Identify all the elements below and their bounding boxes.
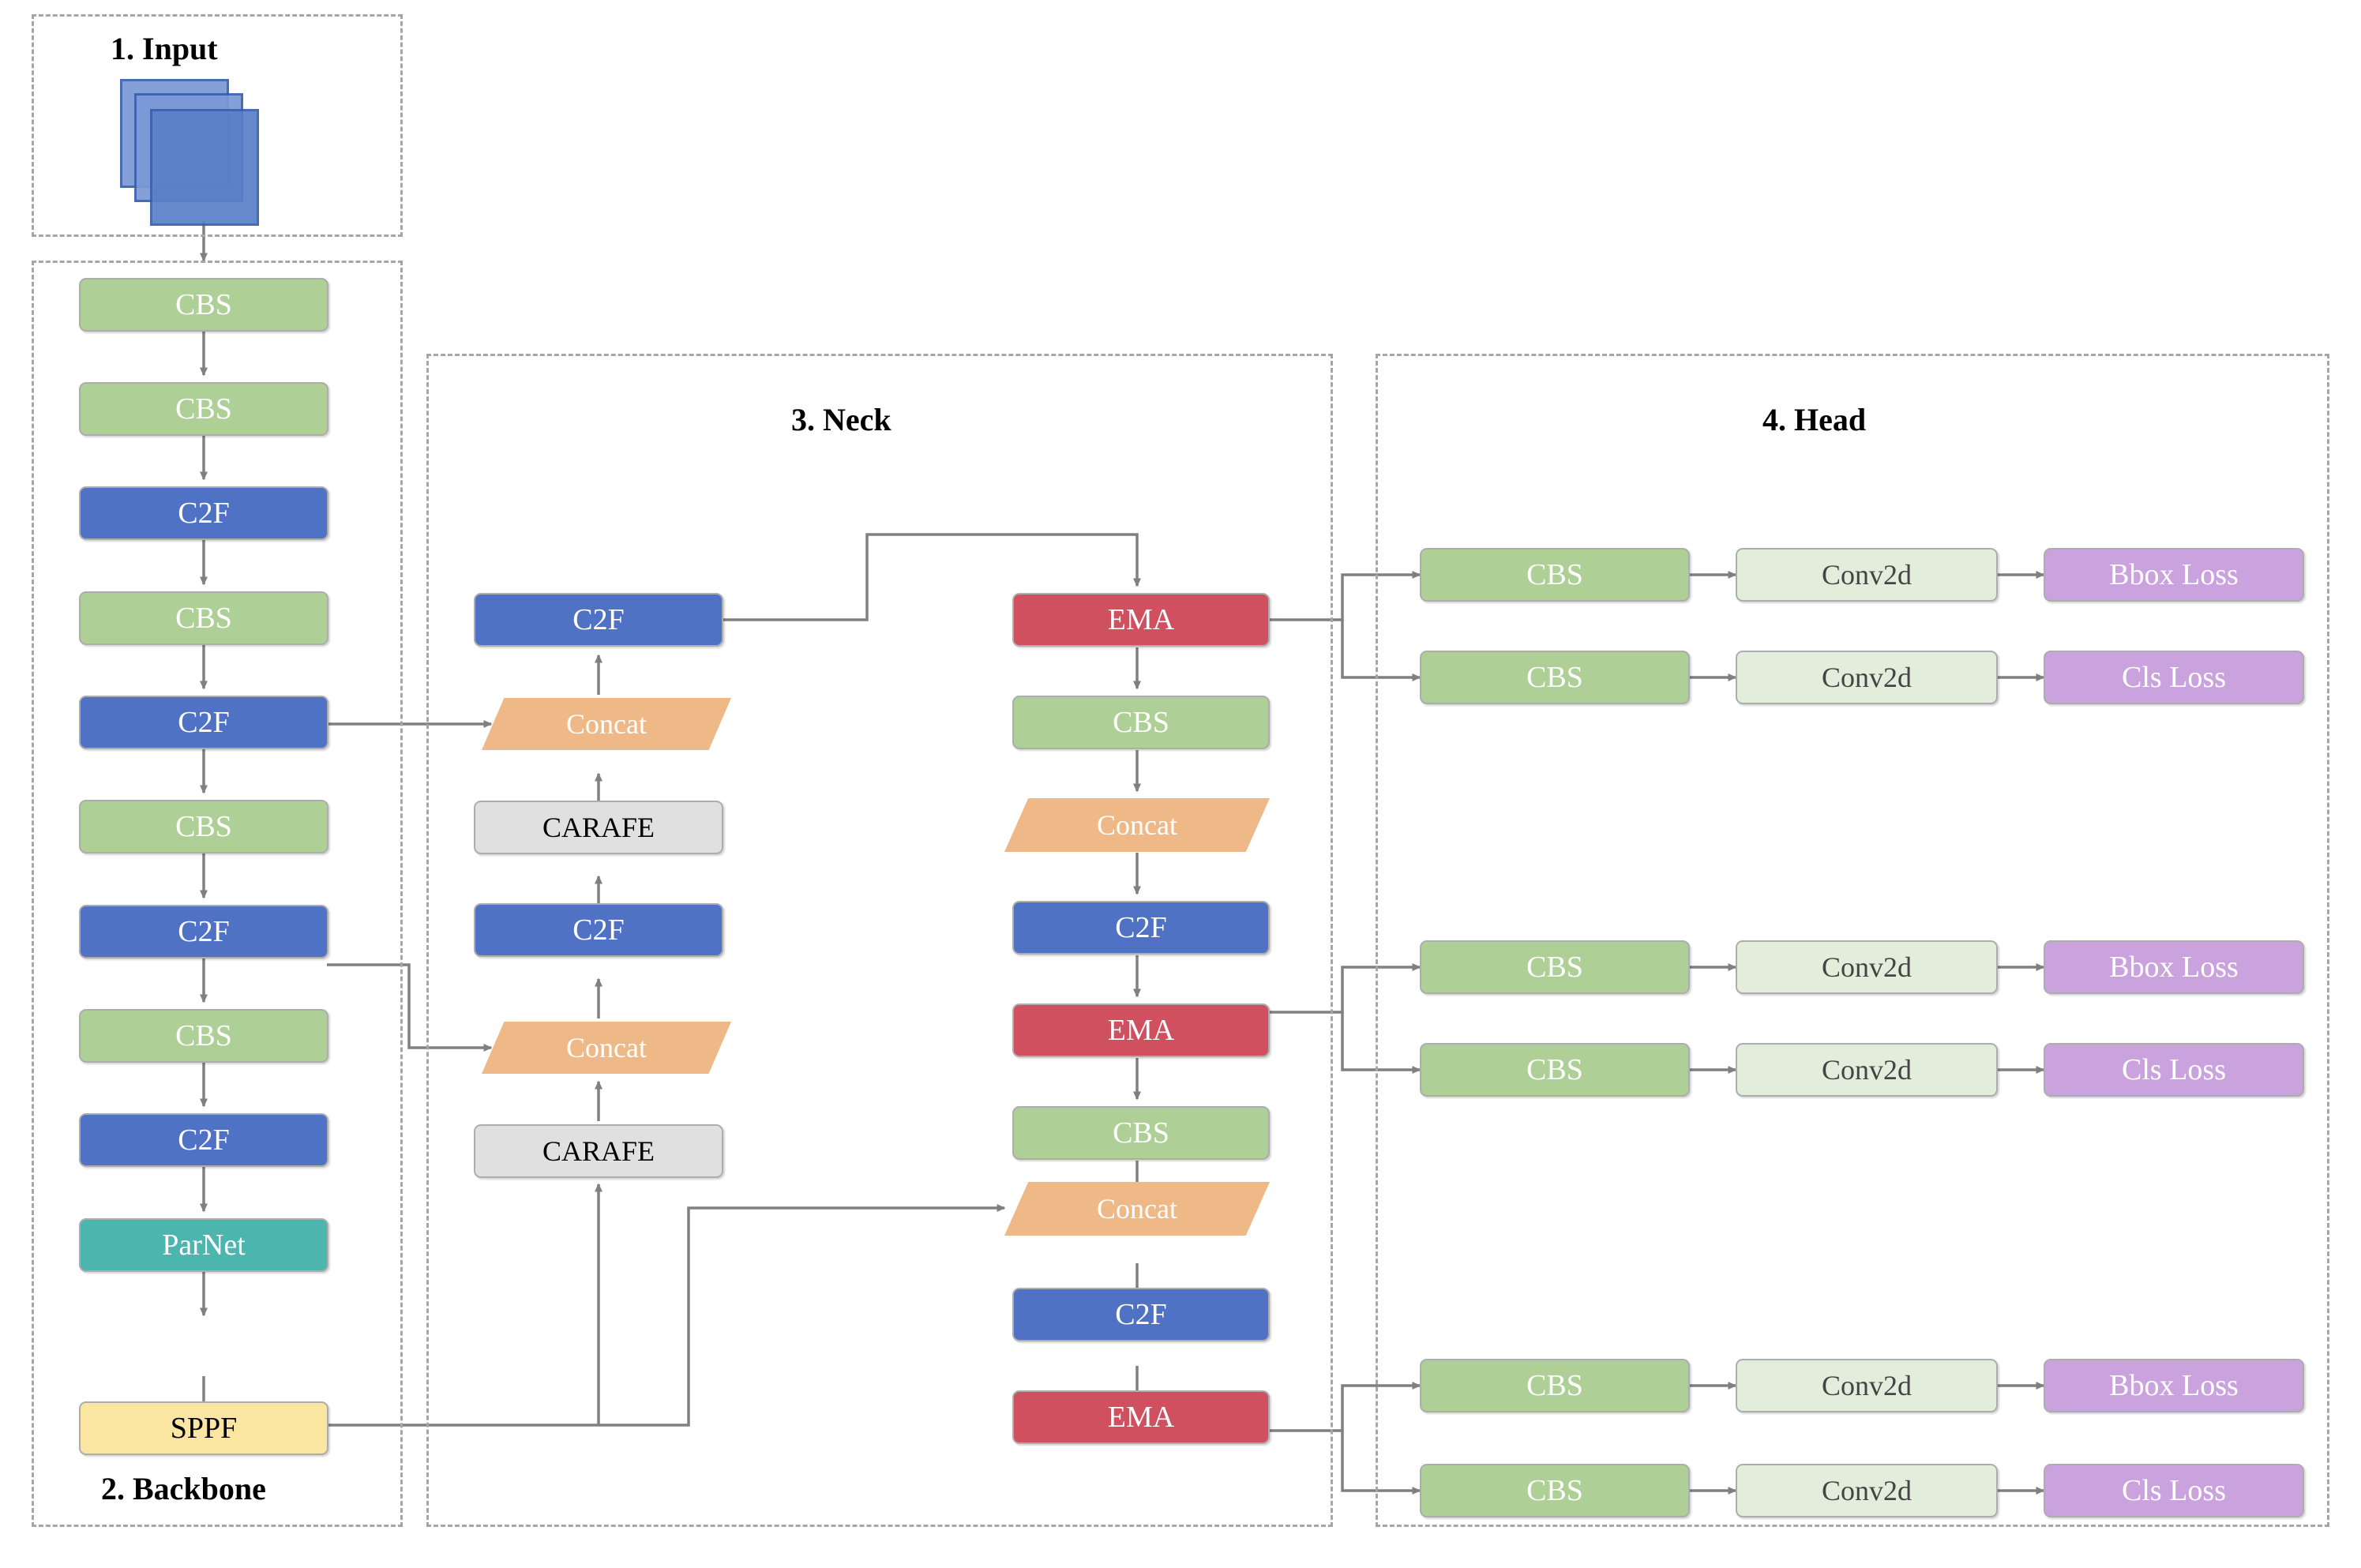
- head-b2-row2-cls-loss[interactable]: Cls Loss: [2044, 1043, 2304, 1097]
- neck-node-cbs-2[interactable]: CBS: [1012, 1106, 1270, 1160]
- title-backbone: 2. Backbone: [101, 1471, 266, 1506]
- node-label: Bbox Loss: [2109, 1369, 2239, 1402]
- head-b2-row2-cbs[interactable]: CBS: [1420, 1043, 1690, 1097]
- backbone-node-cbs-2[interactable]: CBS: [79, 382, 328, 436]
- head-b1-row2-cls-loss[interactable]: Cls Loss: [2044, 651, 2304, 704]
- neck-node-ema-3[interactable]: EMA: [1012, 1390, 1270, 1444]
- node-label: Cls Loss: [2122, 1053, 2226, 1086]
- node-label: CBS: [175, 288, 232, 321]
- node-label: CBS: [1526, 558, 1583, 591]
- node-label: CBS: [1113, 706, 1169, 739]
- neck-node-c2f-right-2[interactable]: C2F: [1012, 1288, 1270, 1341]
- head-b2-row2-conv2d[interactable]: Conv2d: [1736, 1043, 1998, 1097]
- backbone-node-c2f-3[interactable]: C2F: [79, 905, 328, 958]
- node-label: C2F: [1115, 1298, 1167, 1331]
- backbone-node-cbs-5[interactable]: CBS: [79, 1009, 328, 1063]
- head-b3-row1-cbs[interactable]: CBS: [1420, 1359, 1690, 1412]
- node-label: Conv2d: [1821, 1054, 1912, 1086]
- node-label: C2F: [178, 706, 230, 739]
- node-label: CBS: [1526, 1474, 1583, 1507]
- section-frame-neck: [426, 354, 1333, 1527]
- neck-node-ema-1[interactable]: EMA: [1012, 593, 1270, 647]
- node-label: Concat: [1097, 809, 1177, 841]
- section-frame-input: [32, 14, 403, 237]
- node-label: CBS: [1113, 1116, 1169, 1150]
- node-label: Conv2d: [1821, 662, 1912, 693]
- node-label: C2F: [572, 913, 625, 947]
- node-label: CARAFE: [542, 1135, 655, 1167]
- neck-node-concat-upper[interactable]: Concat: [482, 698, 731, 750]
- node-label: C2F: [178, 497, 230, 530]
- node-label: Concat: [1097, 1193, 1177, 1225]
- backbone-node-c2f-2[interactable]: C2F: [79, 696, 328, 749]
- node-label: Cls Loss: [2122, 1474, 2226, 1507]
- node-label: CBS: [175, 1019, 232, 1052]
- node-label: Bbox Loss: [2109, 558, 2239, 591]
- head-b2-row1-bbox-loss[interactable]: Bbox Loss: [2044, 940, 2304, 994]
- section-frame-backbone: [32, 261, 403, 1527]
- head-b1-row1-bbox-loss[interactable]: Bbox Loss: [2044, 548, 2304, 602]
- backbone-node-cbs-3[interactable]: CBS: [79, 591, 328, 645]
- head-b2-row1-conv2d[interactable]: Conv2d: [1736, 940, 1998, 994]
- title-head: 4. Head: [1762, 402, 1867, 437]
- head-b1-row2-conv2d[interactable]: Conv2d: [1736, 651, 1998, 704]
- head-b3-row2-cbs[interactable]: CBS: [1420, 1464, 1690, 1517]
- neck-node-concat-lower[interactable]: Concat: [482, 1022, 731, 1074]
- node-label: Bbox Loss: [2109, 951, 2239, 984]
- head-b3-row1-conv2d[interactable]: Conv2d: [1736, 1359, 1998, 1412]
- head-b3-row2-conv2d[interactable]: Conv2d: [1736, 1464, 1998, 1517]
- section-frame-head: [1376, 354, 2329, 1527]
- node-label: Conv2d: [1821, 559, 1912, 591]
- backbone-node-c2f-4[interactable]: C2F: [79, 1113, 328, 1167]
- neck-node-c2f-right-1[interactable]: C2F: [1012, 901, 1270, 955]
- node-label: CBS: [1526, 951, 1583, 984]
- node-label: ParNet: [162, 1229, 246, 1262]
- head-b1-row1-cbs[interactable]: CBS: [1420, 548, 1690, 602]
- title-input: 1. Input: [111, 31, 218, 66]
- node-label: C2F: [178, 915, 230, 948]
- neck-node-cbs-1[interactable]: CBS: [1012, 696, 1270, 749]
- head-b2-row1-cbs[interactable]: CBS: [1420, 940, 1690, 994]
- neck-node-concat-bottom[interactable]: Concat: [1004, 1182, 1270, 1236]
- node-label: EMA: [1107, 1401, 1175, 1434]
- node-label: CBS: [175, 392, 232, 426]
- head-b1-row1-conv2d[interactable]: Conv2d: [1736, 548, 1998, 602]
- node-label: EMA: [1107, 1014, 1175, 1047]
- head-b3-row1-bbox-loss[interactable]: Bbox Loss: [2044, 1359, 2304, 1412]
- node-label: Cls Loss: [2122, 661, 2226, 694]
- node-label: Conv2d: [1821, 1475, 1912, 1506]
- backbone-node-cbs-1[interactable]: CBS: [79, 278, 328, 332]
- node-label: CARAFE: [542, 812, 655, 843]
- neck-node-ema-2[interactable]: EMA: [1012, 1003, 1270, 1057]
- backbone-node-parnet[interactable]: ParNet: [79, 1218, 328, 1272]
- node-label: EMA: [1107, 603, 1175, 636]
- node-label: CBS: [175, 602, 232, 635]
- head-b1-row2-cbs[interactable]: CBS: [1420, 651, 1690, 704]
- head-b3-row2-cls-loss[interactable]: Cls Loss: [2044, 1464, 2304, 1517]
- node-label: C2F: [178, 1123, 230, 1157]
- title-neck: 3. Neck: [791, 402, 891, 437]
- neck-node-c2f-mid[interactable]: C2F: [474, 903, 723, 957]
- neck-node-carafe-lower[interactable]: CARAFE: [474, 1124, 723, 1178]
- node-label: Conv2d: [1821, 1370, 1912, 1401]
- node-label: SPPF: [170, 1412, 238, 1445]
- neck-node-c2f-top[interactable]: C2F: [474, 593, 723, 647]
- node-label: C2F: [572, 603, 625, 636]
- input-image-layer-3: [150, 109, 259, 226]
- node-label: CBS: [1526, 1369, 1583, 1402]
- node-label: CBS: [1526, 1053, 1583, 1086]
- neck-node-concat-mid[interactable]: Concat: [1004, 798, 1270, 852]
- backbone-node-sppf[interactable]: SPPF: [79, 1401, 328, 1455]
- backbone-node-c2f-1[interactable]: C2F: [79, 486, 328, 540]
- node-label: Concat: [566, 1032, 647, 1063]
- backbone-node-cbs-4[interactable]: CBS: [79, 800, 328, 853]
- node-label: CBS: [175, 810, 232, 843]
- node-label: Conv2d: [1821, 951, 1912, 983]
- node-label: Concat: [566, 708, 647, 740]
- node-label: CBS: [1526, 661, 1583, 694]
- neck-node-carafe-upper[interactable]: CARAFE: [474, 801, 723, 854]
- node-label: C2F: [1115, 911, 1167, 944]
